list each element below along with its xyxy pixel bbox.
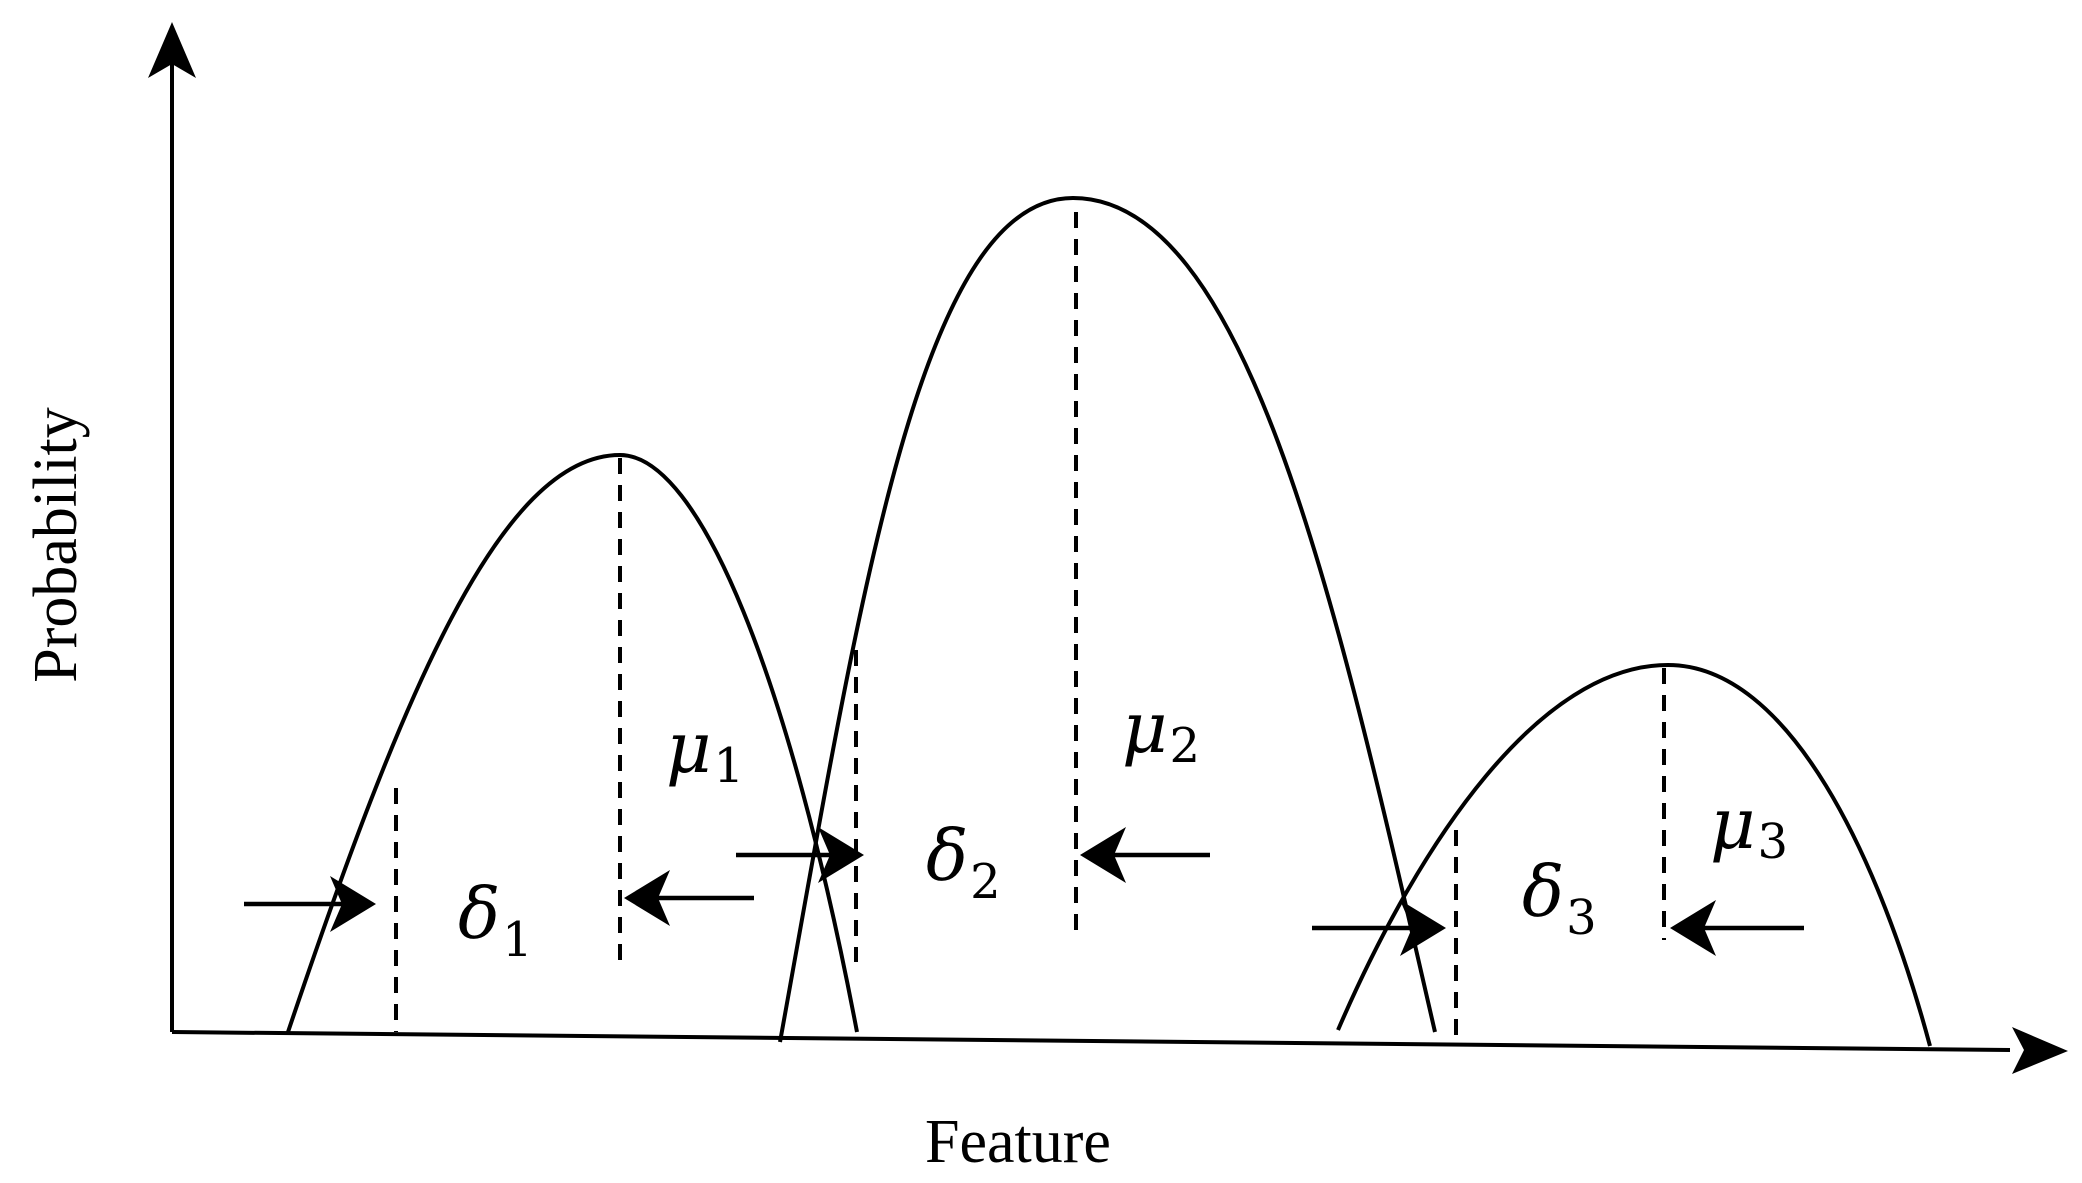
x-axis-label: Feature [925,1108,1111,1176]
mean-arrow-1 [624,870,754,926]
distribution-curve-1 [286,452,859,1033]
width-label-3: δ3 [1522,851,1597,946]
mean-arrow-2 [1080,827,1210,883]
distribution-curve-2 [778,195,1437,1043]
mean-label-1: μ1 [666,707,744,794]
width-label-1: δ1 [458,873,533,968]
mean-label-2: μ2 [1122,687,1200,774]
y-axis-label: Probability [22,407,90,683]
width-arrow-1 [244,876,376,932]
mean-label-3: μ3 [1710,783,1788,870]
distribution-curve-3 [1336,662,1932,1047]
width-arrow-3 [1312,900,1446,956]
width-label-2: δ2 [926,815,1001,910]
width-arrow-2 [736,827,864,883]
mean-arrow-3 [1670,900,1804,956]
x-axis-arrowhead [2012,1027,2068,1074]
y-axis-arrowhead [148,22,196,78]
x-axis-line [171,1030,2011,1052]
